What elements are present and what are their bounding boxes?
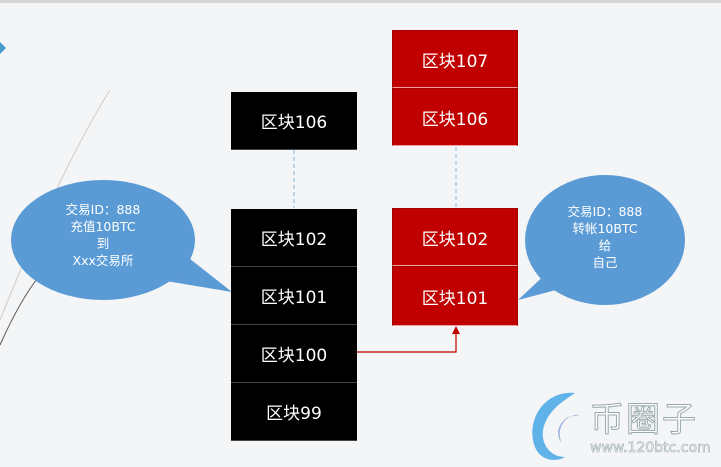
decor-curve: [0, 89, 111, 321]
bubble-line: 交易ID：888: [65, 202, 141, 217]
bubble-line: 到: [96, 236, 110, 251]
bubble-line: 转帐10BTC: [572, 221, 638, 236]
watermark-logo-icon: [532, 392, 580, 460]
bubble-line: 交易ID：888: [567, 204, 643, 219]
top-border: [0, 0, 721, 3]
main-block-99: 区块99: [231, 383, 357, 441]
left-bubble: [11, 180, 195, 300]
bubble-line: 充值10BTC: [70, 219, 136, 234]
right-bubble: [525, 175, 685, 305]
watermark-name: 币圈子: [590, 400, 698, 441]
right-bubble-text: 交易ID：888 转帐10BTC 给 自己: [535, 203, 675, 271]
fork-block-101: 区块101: [392, 266, 518, 326]
fork-block-106: 区块106: [392, 88, 518, 146]
main-block-100: 区块100: [231, 325, 357, 383]
left-bubble-text: 交易ID：888 充值10BTC 到 Xxx交易所: [33, 201, 173, 269]
fork-block-102: 区块102: [392, 208, 518, 266]
bubble-line: 给: [598, 238, 612, 253]
main-block-106: 区块106: [231, 92, 357, 150]
fork-block-107: 区块107: [392, 30, 518, 88]
bubble-line: 自己: [592, 255, 618, 270]
bubble-line: Xxx交易所: [72, 253, 134, 268]
fork-connector: [357, 334, 457, 353]
main-block-102: 区块102: [231, 209, 357, 267]
fork-arrow-icon: [452, 326, 460, 334]
watermark-url: www.120btc.com: [590, 440, 711, 457]
main-block-101: 区块101: [231, 267, 357, 325]
slide-marker-icon: [0, 42, 6, 54]
decor-curve-dark: [0, 274, 41, 346]
